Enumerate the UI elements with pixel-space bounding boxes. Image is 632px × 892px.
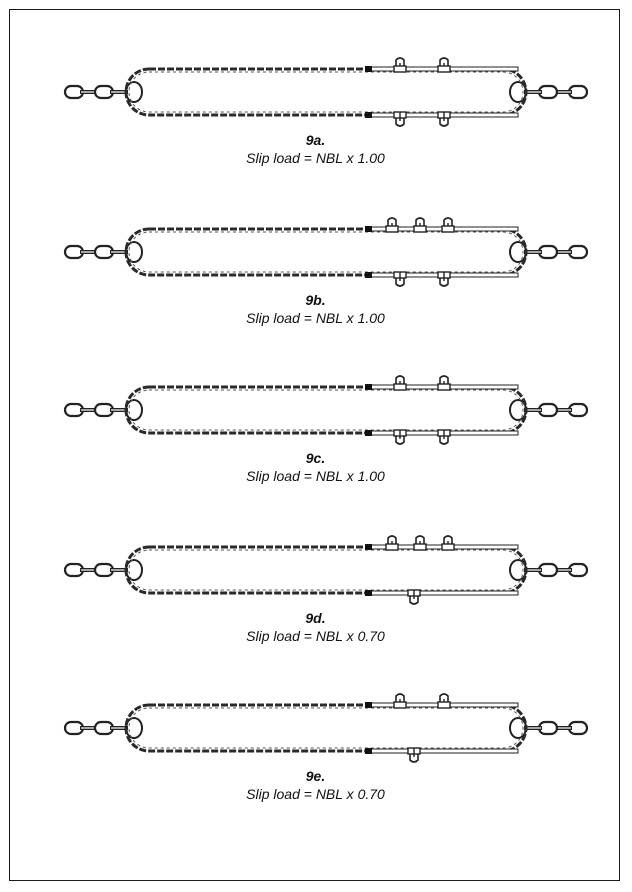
rope-end-bottom [365, 272, 372, 278]
wire-rope-clip-icon [385, 217, 399, 233]
wire-rope-clip-icon [441, 535, 455, 551]
sling-diagram-9a [63, 57, 589, 127]
figure-frame: 9a. Slip load = NBL x 1.00 9b. Slip load… [9, 9, 620, 881]
figure-label-9a: 9a. [305, 132, 326, 148]
wire-rope-clip-icon [393, 375, 407, 391]
rope-end-bottom [365, 112, 372, 118]
rope-end-top [365, 544, 372, 550]
sling-diagram-9d [63, 535, 589, 605]
wire-rope-clip-icon [393, 111, 407, 127]
wire-rope-clip-icon [413, 217, 427, 233]
wire-rope-strand [128, 707, 524, 749]
wire-rope-clip-icon [437, 111, 451, 127]
wire-rope-clip-icon [393, 693, 407, 709]
rope-end-top [365, 66, 372, 72]
wire-rope-clip-icon [393, 57, 407, 73]
wire-rope-clip-icon [407, 589, 421, 605]
figure-label-9d: 9d. [305, 610, 326, 626]
sling-diagram-9c [63, 375, 589, 445]
wire-rope-loop [124, 703, 528, 753]
chain [63, 402, 128, 418]
rope-end-bottom [365, 748, 372, 754]
wire-rope-strand [128, 71, 524, 113]
wire-rope-loop [124, 227, 528, 277]
wire-rope-loop [124, 385, 528, 435]
slip-load-caption-9a: Slip load = NBL x 1.00 [246, 150, 385, 166]
wire-rope-clip-icon [385, 535, 399, 551]
wire-rope-clip-icon [441, 217, 455, 233]
wire-rope-clip-icon [437, 57, 451, 73]
rope-end-bottom [365, 430, 372, 436]
chain [524, 402, 589, 418]
sling-diagram-9e [63, 693, 589, 763]
chain [63, 244, 128, 260]
slip-load-caption-9e: Slip load = NBL x 0.70 [246, 786, 385, 802]
wire-rope-strand [128, 231, 524, 273]
rope-end-top [365, 226, 372, 232]
wire-rope-strand [128, 389, 524, 431]
wire-rope-clip-icon [437, 693, 451, 709]
wire-rope-strand [128, 549, 524, 591]
wire-rope-clip-icon [437, 375, 451, 391]
chain [63, 84, 128, 100]
wire-rope-clip-icon [437, 429, 451, 445]
wire-rope-clip-icon [407, 747, 421, 763]
slip-load-caption-9d: Slip load = NBL x 0.70 [246, 628, 385, 644]
chain [63, 720, 128, 736]
slip-load-caption-9b: Slip load = NBL x 1.00 [246, 310, 385, 326]
wire-rope-clip-icon [437, 271, 451, 287]
slip-load-caption-9c: Slip load = NBL x 1.00 [246, 468, 385, 484]
rope-end-top [365, 384, 372, 390]
chain [63, 562, 128, 578]
figure-label-9b: 9b. [305, 292, 326, 308]
dead-end-strand-bottom [367, 590, 519, 596]
wire-rope-clip-icon [393, 429, 407, 445]
chain [524, 84, 589, 100]
chain [524, 244, 589, 260]
chain [524, 562, 589, 578]
wire-rope-loop [124, 545, 528, 595]
wire-rope-clip-icon [413, 535, 427, 551]
rope-end-top [365, 702, 372, 708]
figure-label-9e: 9e. [305, 768, 326, 784]
wire-rope-loop [124, 67, 528, 117]
chain [524, 720, 589, 736]
sling-diagram-9b [63, 217, 589, 287]
dead-end-strand-bottom [367, 748, 519, 754]
rope-end-bottom [365, 590, 372, 596]
figure-label-9c: 9c. [305, 450, 326, 466]
wire-rope-clip-icon [393, 271, 407, 287]
